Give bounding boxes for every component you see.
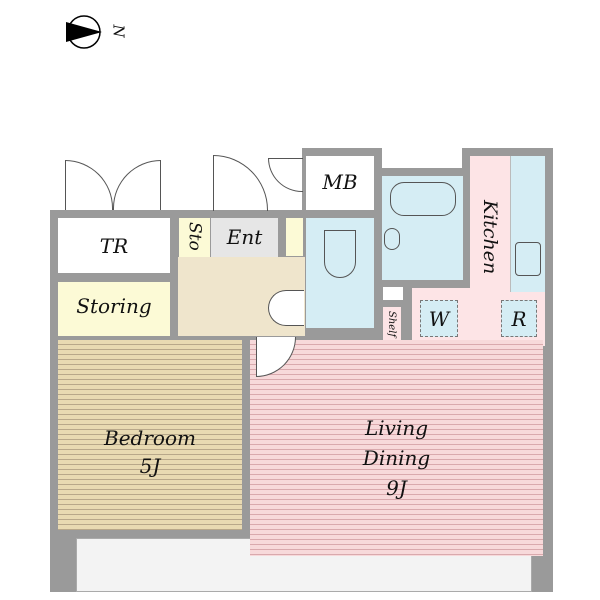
shelf-label: Shelf — [386, 311, 397, 338]
kitchen-label: Kitchen — [478, 200, 501, 275]
storing-label: Storing — [76, 294, 152, 318]
kitchen-sink-icon — [515, 242, 541, 276]
ent-label: Ent — [226, 225, 263, 249]
room-tr: TR — [58, 218, 170, 273]
room-entrance: Ent — [211, 218, 278, 257]
living-label: Living — [364, 416, 429, 440]
bedroom-size: 5J — [139, 454, 161, 478]
toilet-icon — [324, 230, 356, 278]
toilet-door[interactable] — [268, 290, 304, 326]
room-bath — [382, 176, 463, 280]
room-toilet — [306, 218, 374, 328]
mb-door[interactable] — [268, 158, 303, 192]
kitchen-counter — [510, 156, 545, 292]
bedroom-label: Bedroom — [104, 426, 196, 450]
refrigerator-space: R — [501, 300, 537, 337]
bathtub-icon — [390, 182, 456, 216]
dining-label: Dining — [362, 446, 431, 470]
compass-icon — [66, 15, 102, 49]
tr-label: TR — [99, 234, 129, 258]
tr-door-right[interactable] — [113, 160, 161, 210]
living-size: 9J — [386, 476, 407, 500]
room-living-dining: Living Dining 9J — [250, 340, 543, 556]
room-mb: MB — [306, 156, 374, 210]
washer-space: W — [420, 300, 458, 337]
entrance-door[interactable] — [213, 155, 268, 211]
mb-label: MB — [322, 170, 358, 194]
compass-north-label: N — [109, 24, 128, 38]
room-bedroom: Bedroom 5J — [58, 340, 242, 530]
sto-label: Sto — [184, 222, 205, 251]
room-sto: Sto — [179, 218, 210, 257]
sink-icon — [384, 228, 400, 250]
w-label: W — [428, 307, 450, 331]
shoe-storage — [286, 218, 303, 256]
tr-door-left[interactable] — [65, 160, 113, 210]
utility-box — [383, 287, 403, 300]
r-label: R — [511, 307, 527, 331]
room-storing: Storing — [58, 282, 170, 336]
